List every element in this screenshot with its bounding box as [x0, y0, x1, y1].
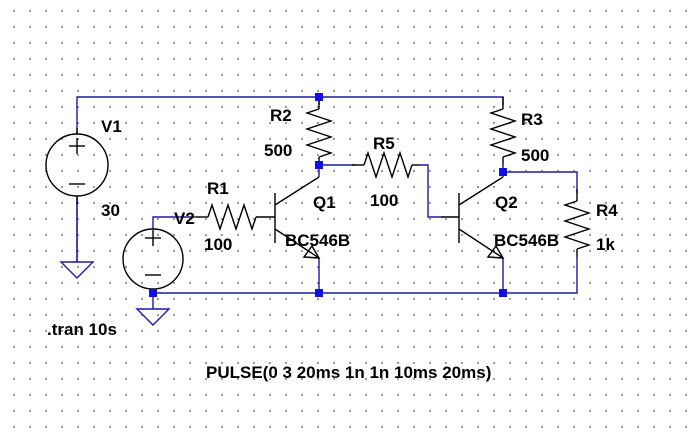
r5-name[interactable]: R5	[373, 134, 395, 153]
v1-value[interactable]: 30	[101, 201, 120, 220]
transistor-q1[interactable]	[274, 176, 321, 259]
source-v1[interactable]	[45, 128, 109, 204]
labels: V1 30 V2 R1 100 R2 500 R5 100 R3 500 R4 …	[47, 106, 618, 382]
r2-value[interactable]: 500	[264, 141, 292, 160]
q2-model[interactable]: BC546B	[494, 231, 559, 250]
v1-name[interactable]: V1	[101, 117, 122, 136]
r3-name[interactable]: R3	[521, 110, 543, 129]
r1-name[interactable]: R1	[207, 179, 229, 198]
r4-name[interactable]: R4	[596, 201, 618, 220]
r2-name[interactable]: R2	[270, 106, 292, 125]
wire-r4-bottom[interactable]	[503, 257, 578, 294]
r1-value[interactable]: 100	[204, 235, 232, 254]
transistor-q2[interactable]	[441, 176, 505, 259]
junction-dot[interactable]	[149, 289, 157, 297]
junction-dot[interactable]	[315, 93, 323, 101]
wire-ground-rail[interactable]	[152, 291, 503, 294]
wire-v2-r1[interactable]	[152, 216, 196, 229]
r5-value[interactable]: 100	[370, 191, 398, 210]
wire-r5-right[interactable]	[420, 164, 441, 218]
resistor-r2[interactable]	[304, 97, 334, 165]
q1-model[interactable]: BC546B	[285, 231, 350, 250]
junction-dot[interactable]	[315, 289, 323, 297]
q1-name[interactable]: Q1	[313, 193, 336, 212]
resistor-r5[interactable]	[352, 150, 420, 180]
junctions	[149, 93, 507, 297]
r4-value[interactable]: 1k	[596, 235, 615, 254]
junction-dot[interactable]	[315, 161, 323, 169]
q2-name[interactable]: Q2	[495, 193, 518, 212]
ground-symbol-v1[interactable]	[59, 204, 95, 279]
resistor-r1[interactable]	[196, 202, 275, 232]
v2-pulse-spec[interactable]: PULSE(0 3 20ms 1n 1n 10ms 20ms)	[206, 363, 491, 382]
junction-dot[interactable]	[499, 289, 507, 297]
r3-value[interactable]: 500	[521, 146, 549, 165]
source-v2[interactable]	[122, 228, 184, 290]
wire-r4-top[interactable]	[503, 171, 578, 193]
v2-name[interactable]: V2	[174, 209, 195, 228]
resistor-r4[interactable]	[562, 189, 592, 257]
tran-directive[interactable]: .tran 10s	[47, 320, 117, 339]
junction-dot[interactable]	[499, 168, 507, 176]
ground-symbol-v2[interactable]	[135, 306, 171, 326]
resistor-r3[interactable]	[488, 97, 518, 165]
